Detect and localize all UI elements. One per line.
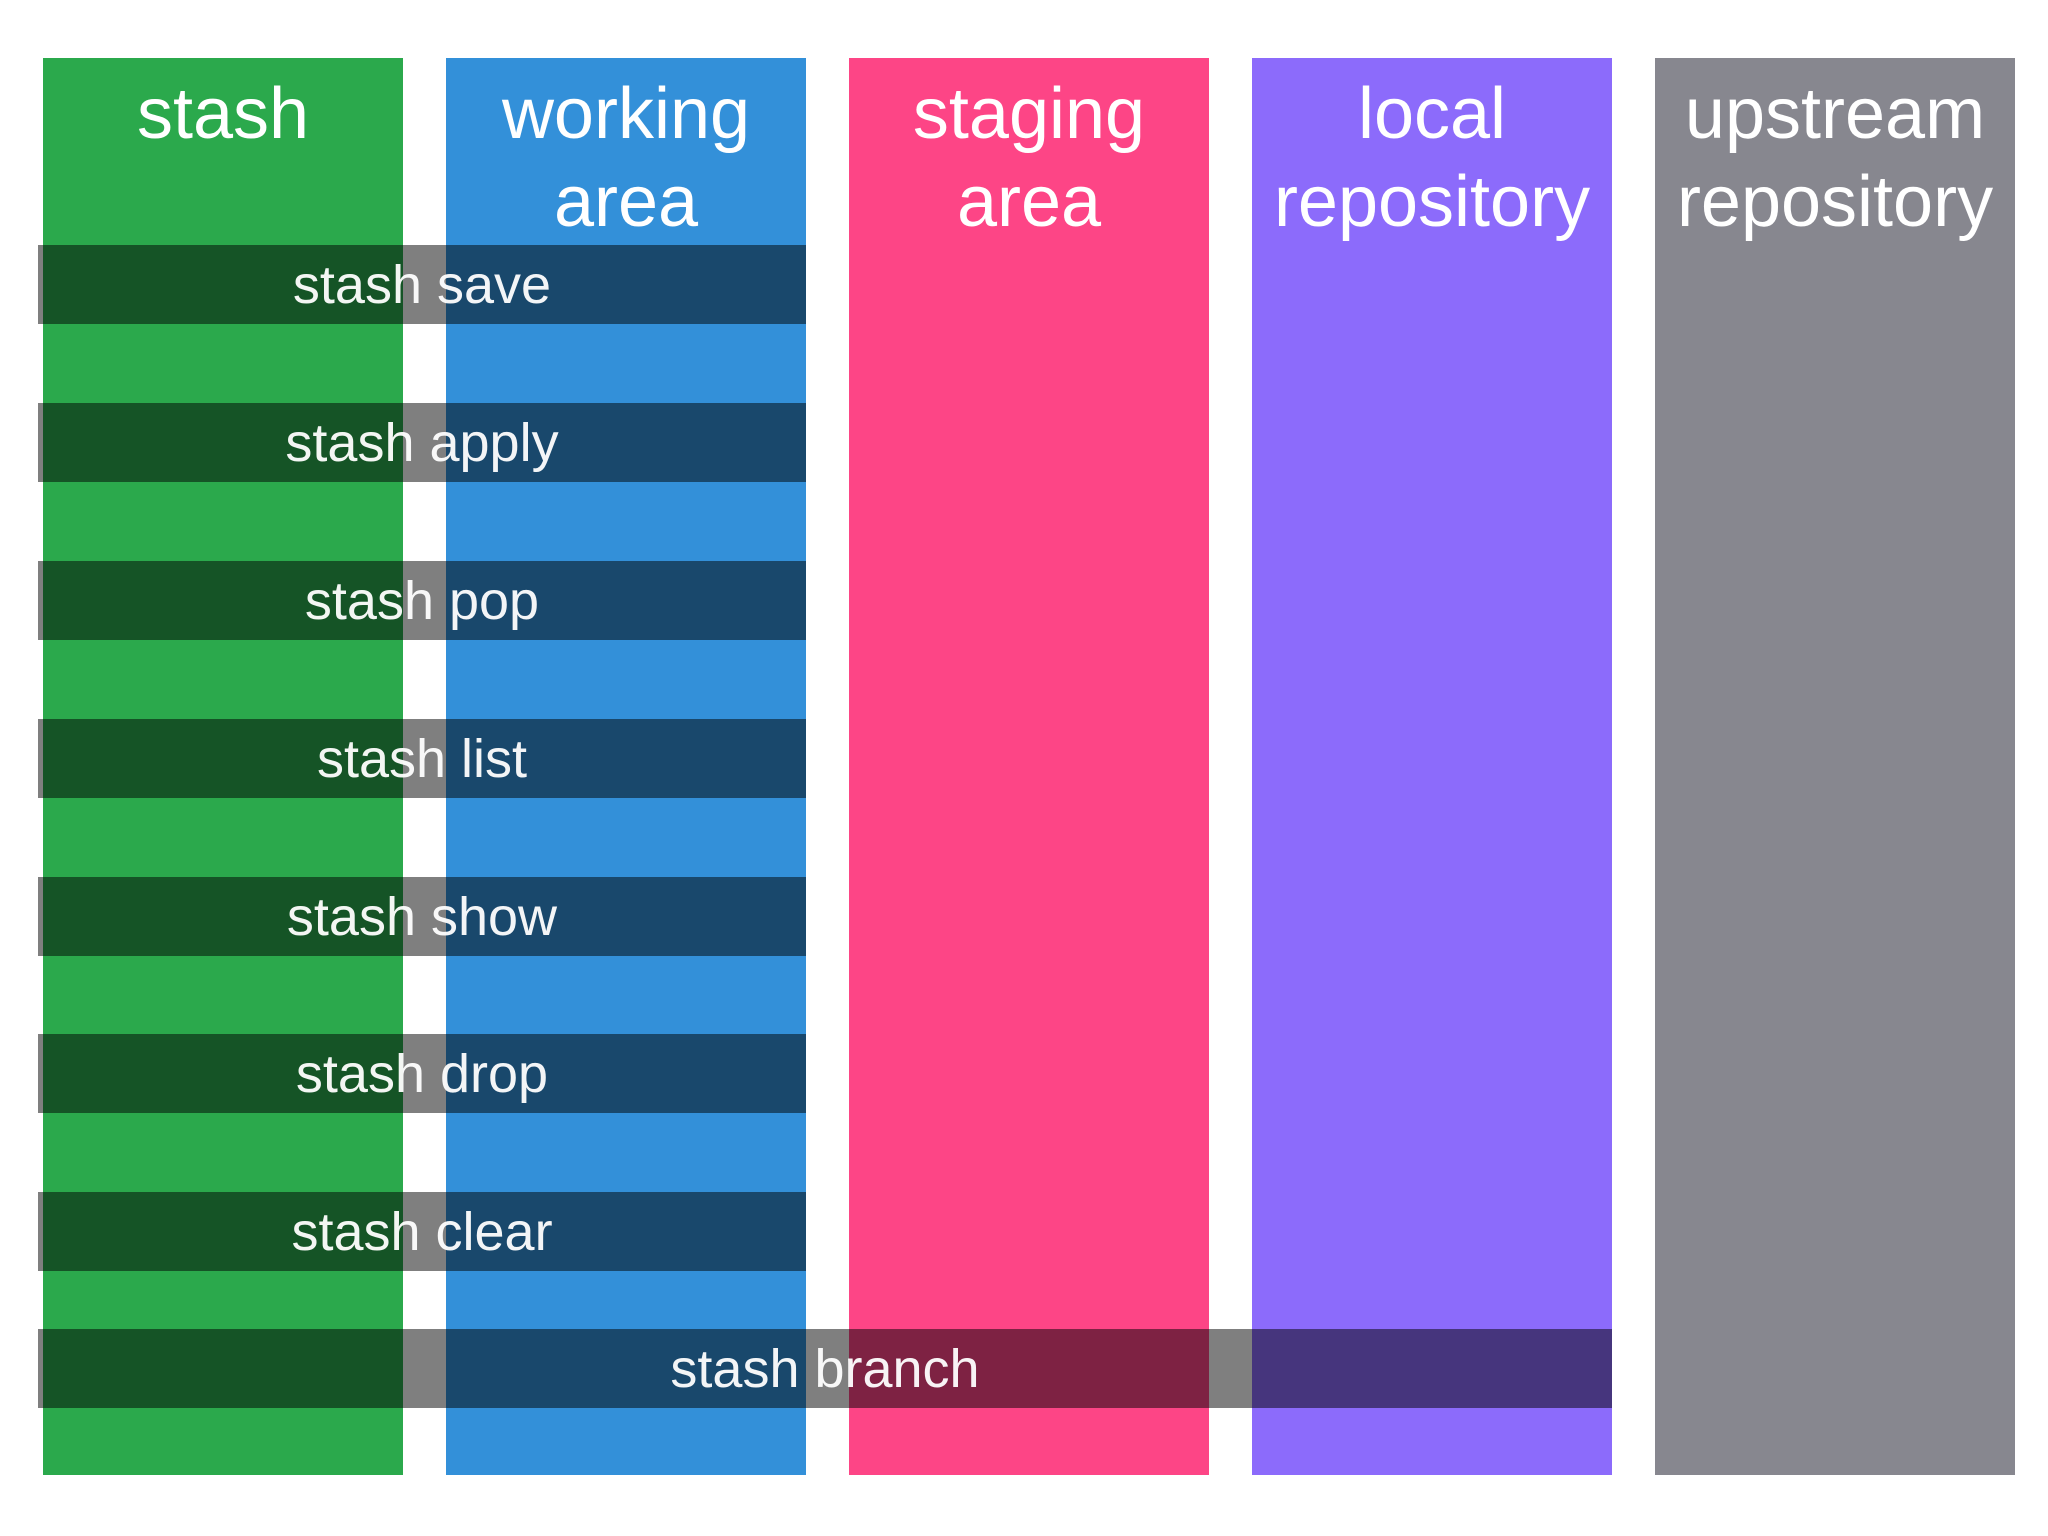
column-header-line: repository <box>1273 162 1591 242</box>
column-header-stash: stash <box>43 58 403 158</box>
command-label: stash clear <box>291 1201 553 1262</box>
column-header-line: upstream <box>1684 74 1986 154</box>
column-header-line: stash <box>136 74 310 154</box>
command-bar-stash-show: stash show <box>38 877 806 956</box>
command-bar-stash-list: stash list <box>38 719 806 798</box>
command-bar-stash-branch: stash branch <box>38 1329 1612 1408</box>
column-header-line: local <box>1357 74 1507 154</box>
command-bar-stash-pop: stash pop <box>38 561 806 640</box>
column-header-line: area <box>956 162 1102 242</box>
command-bar-stash-save: stash save <box>38 245 806 324</box>
command-label: stash save <box>292 254 552 315</box>
column-header-line: repository <box>1676 162 1994 242</box>
column-header-line: area <box>553 162 699 242</box>
column-header-line: staging <box>912 74 1146 154</box>
command-label: stash drop <box>295 1043 549 1104</box>
command-bar-stash-clear: stash clear <box>38 1192 806 1271</box>
command-label: stash pop <box>304 570 540 631</box>
command-label: stash list <box>316 728 528 789</box>
command-label: stash branch <box>670 1338 980 1399</box>
column-header-line: working <box>501 74 751 154</box>
command-label: stash apply <box>285 412 559 473</box>
command-label: stash show <box>286 886 558 947</box>
command-bar-stash-apply: stash apply <box>38 403 806 482</box>
command-bar-stash-drop: stash drop <box>38 1034 806 1113</box>
